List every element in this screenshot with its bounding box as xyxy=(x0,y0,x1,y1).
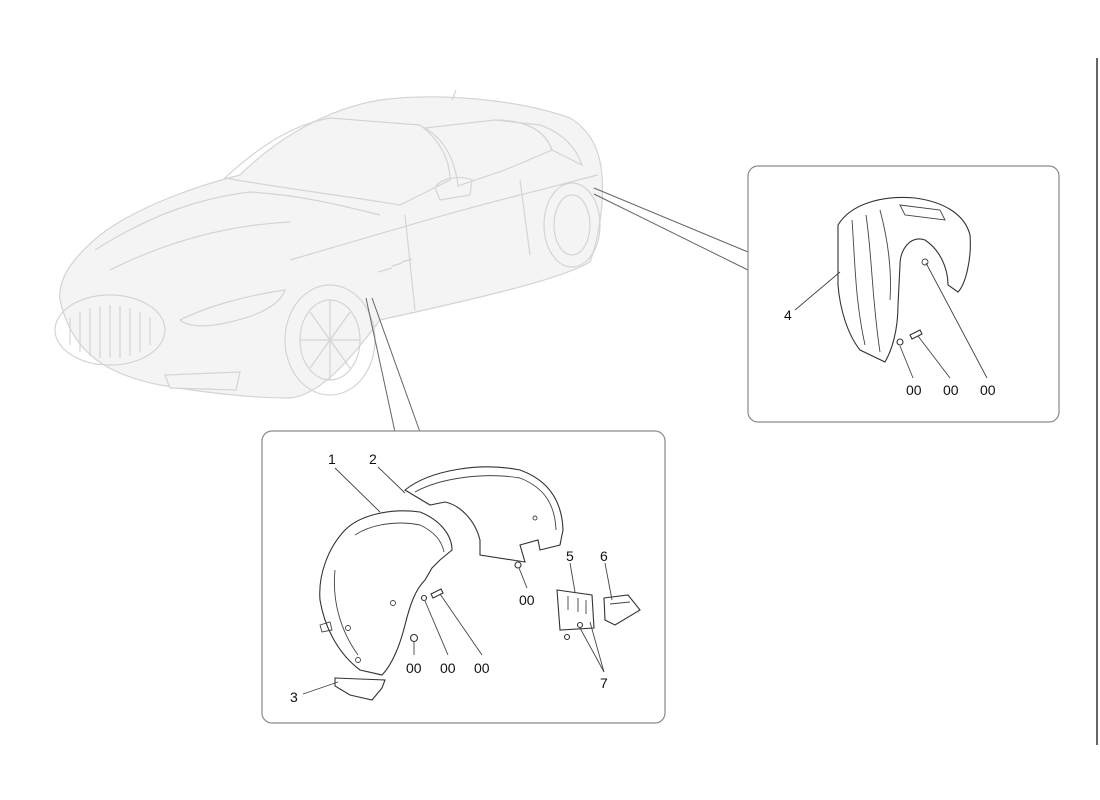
rear-liner-rib-2 xyxy=(865,214,881,353)
car-outline xyxy=(54,89,604,399)
callout-00d: 00 xyxy=(519,592,535,608)
part-5-bracket xyxy=(556,589,595,631)
leader-1 xyxy=(334,467,381,513)
bottom-flap xyxy=(334,677,386,701)
bracket-small-edge xyxy=(609,601,631,605)
car-side-vents xyxy=(377,258,413,273)
callout-5: 5 xyxy=(566,548,574,564)
bracket-plate xyxy=(556,589,595,631)
part-1-outer-liner xyxy=(319,510,453,676)
outer-liner-inner-edge xyxy=(354,522,445,553)
car-rear-wheel xyxy=(543,182,601,268)
car-hood-line-2 xyxy=(109,221,291,271)
outer-liner-hole-2 xyxy=(345,625,351,631)
outer-liner-rib xyxy=(333,569,359,656)
rear-pointer-bottom xyxy=(593,193,749,271)
leader-00c xyxy=(439,593,483,656)
car-grille xyxy=(54,294,166,366)
leader-3 xyxy=(302,681,339,695)
car-lower-intake xyxy=(164,371,241,391)
front-fasteners xyxy=(409,561,584,643)
fastener-00d xyxy=(514,561,522,569)
leader-00b xyxy=(424,600,449,656)
callout-00a: 00 xyxy=(406,660,422,676)
rear-liner-top-detail xyxy=(899,204,946,221)
callout-00g: 00 xyxy=(980,382,996,398)
fastener-00a xyxy=(409,633,419,643)
fastener-00c xyxy=(430,588,444,599)
fastener-00b xyxy=(420,594,428,602)
rear-wheel-liner xyxy=(837,196,971,363)
leader-00e xyxy=(899,345,914,379)
outer-liner-hole-1 xyxy=(390,600,396,606)
callout-00b: 00 xyxy=(440,660,456,676)
bracket-small xyxy=(603,594,641,626)
car-mirror xyxy=(434,177,473,201)
bracket-folds xyxy=(567,596,587,614)
car-shoulder-line xyxy=(289,174,599,261)
outer-liner-hole-3 xyxy=(355,657,361,663)
part-6-bracket xyxy=(603,594,641,626)
car-rear-window xyxy=(494,119,584,167)
rear-fastener-2 xyxy=(909,329,923,340)
rear-fastener-1 xyxy=(896,338,904,346)
leader-7a xyxy=(579,627,605,673)
leader-2 xyxy=(377,466,406,494)
callout-00c: 00 xyxy=(474,660,490,676)
rear-detail-box xyxy=(747,165,1060,423)
rear-fasteners xyxy=(896,329,923,346)
part-3-flap xyxy=(334,677,386,701)
fastener-7a xyxy=(563,633,571,641)
car-roof xyxy=(223,117,451,206)
leader-6 xyxy=(604,562,613,601)
part-4-rear-liner xyxy=(837,196,971,363)
leader-5 xyxy=(569,562,576,593)
leader-00g xyxy=(925,262,988,379)
rear-pointer-top xyxy=(593,187,749,253)
rear-liner-rib-3 xyxy=(879,209,891,301)
car-headlight xyxy=(178,289,286,327)
callout-7: 7 xyxy=(600,675,608,691)
callout-6: 6 xyxy=(600,548,608,564)
car-antenna xyxy=(451,89,457,101)
rear-liner-bolt-hole xyxy=(921,258,929,266)
part-2-inner-liner xyxy=(404,466,564,563)
inner-liner-edge xyxy=(414,475,557,531)
leader-00d xyxy=(518,567,528,589)
inner-wheel-liner xyxy=(404,466,564,563)
car-front-spokes xyxy=(300,300,360,380)
rear-liner-rib-1 xyxy=(851,219,866,346)
inner-liner-hole xyxy=(532,515,538,521)
callout-3: 3 xyxy=(290,689,298,705)
outer-liner-tab xyxy=(319,621,333,633)
callout-1: 1 xyxy=(328,451,336,467)
leader-4 xyxy=(794,271,841,311)
fastener-7b xyxy=(576,621,584,629)
callout-4: 4 xyxy=(784,307,792,323)
leader-00f xyxy=(917,335,951,379)
car-hood-line xyxy=(94,191,381,251)
leader-7b xyxy=(589,621,605,673)
car-door-line xyxy=(404,179,531,311)
callout-00f: 00 xyxy=(943,382,959,398)
front-pointer-right xyxy=(371,297,421,433)
front-pointer-left xyxy=(365,297,396,433)
callout-2: 2 xyxy=(369,451,377,467)
callout-00e: 00 xyxy=(906,382,922,398)
car-rear-rim xyxy=(553,194,591,256)
car-grille-slats xyxy=(69,305,151,358)
outer-wheel-liner xyxy=(319,510,453,676)
